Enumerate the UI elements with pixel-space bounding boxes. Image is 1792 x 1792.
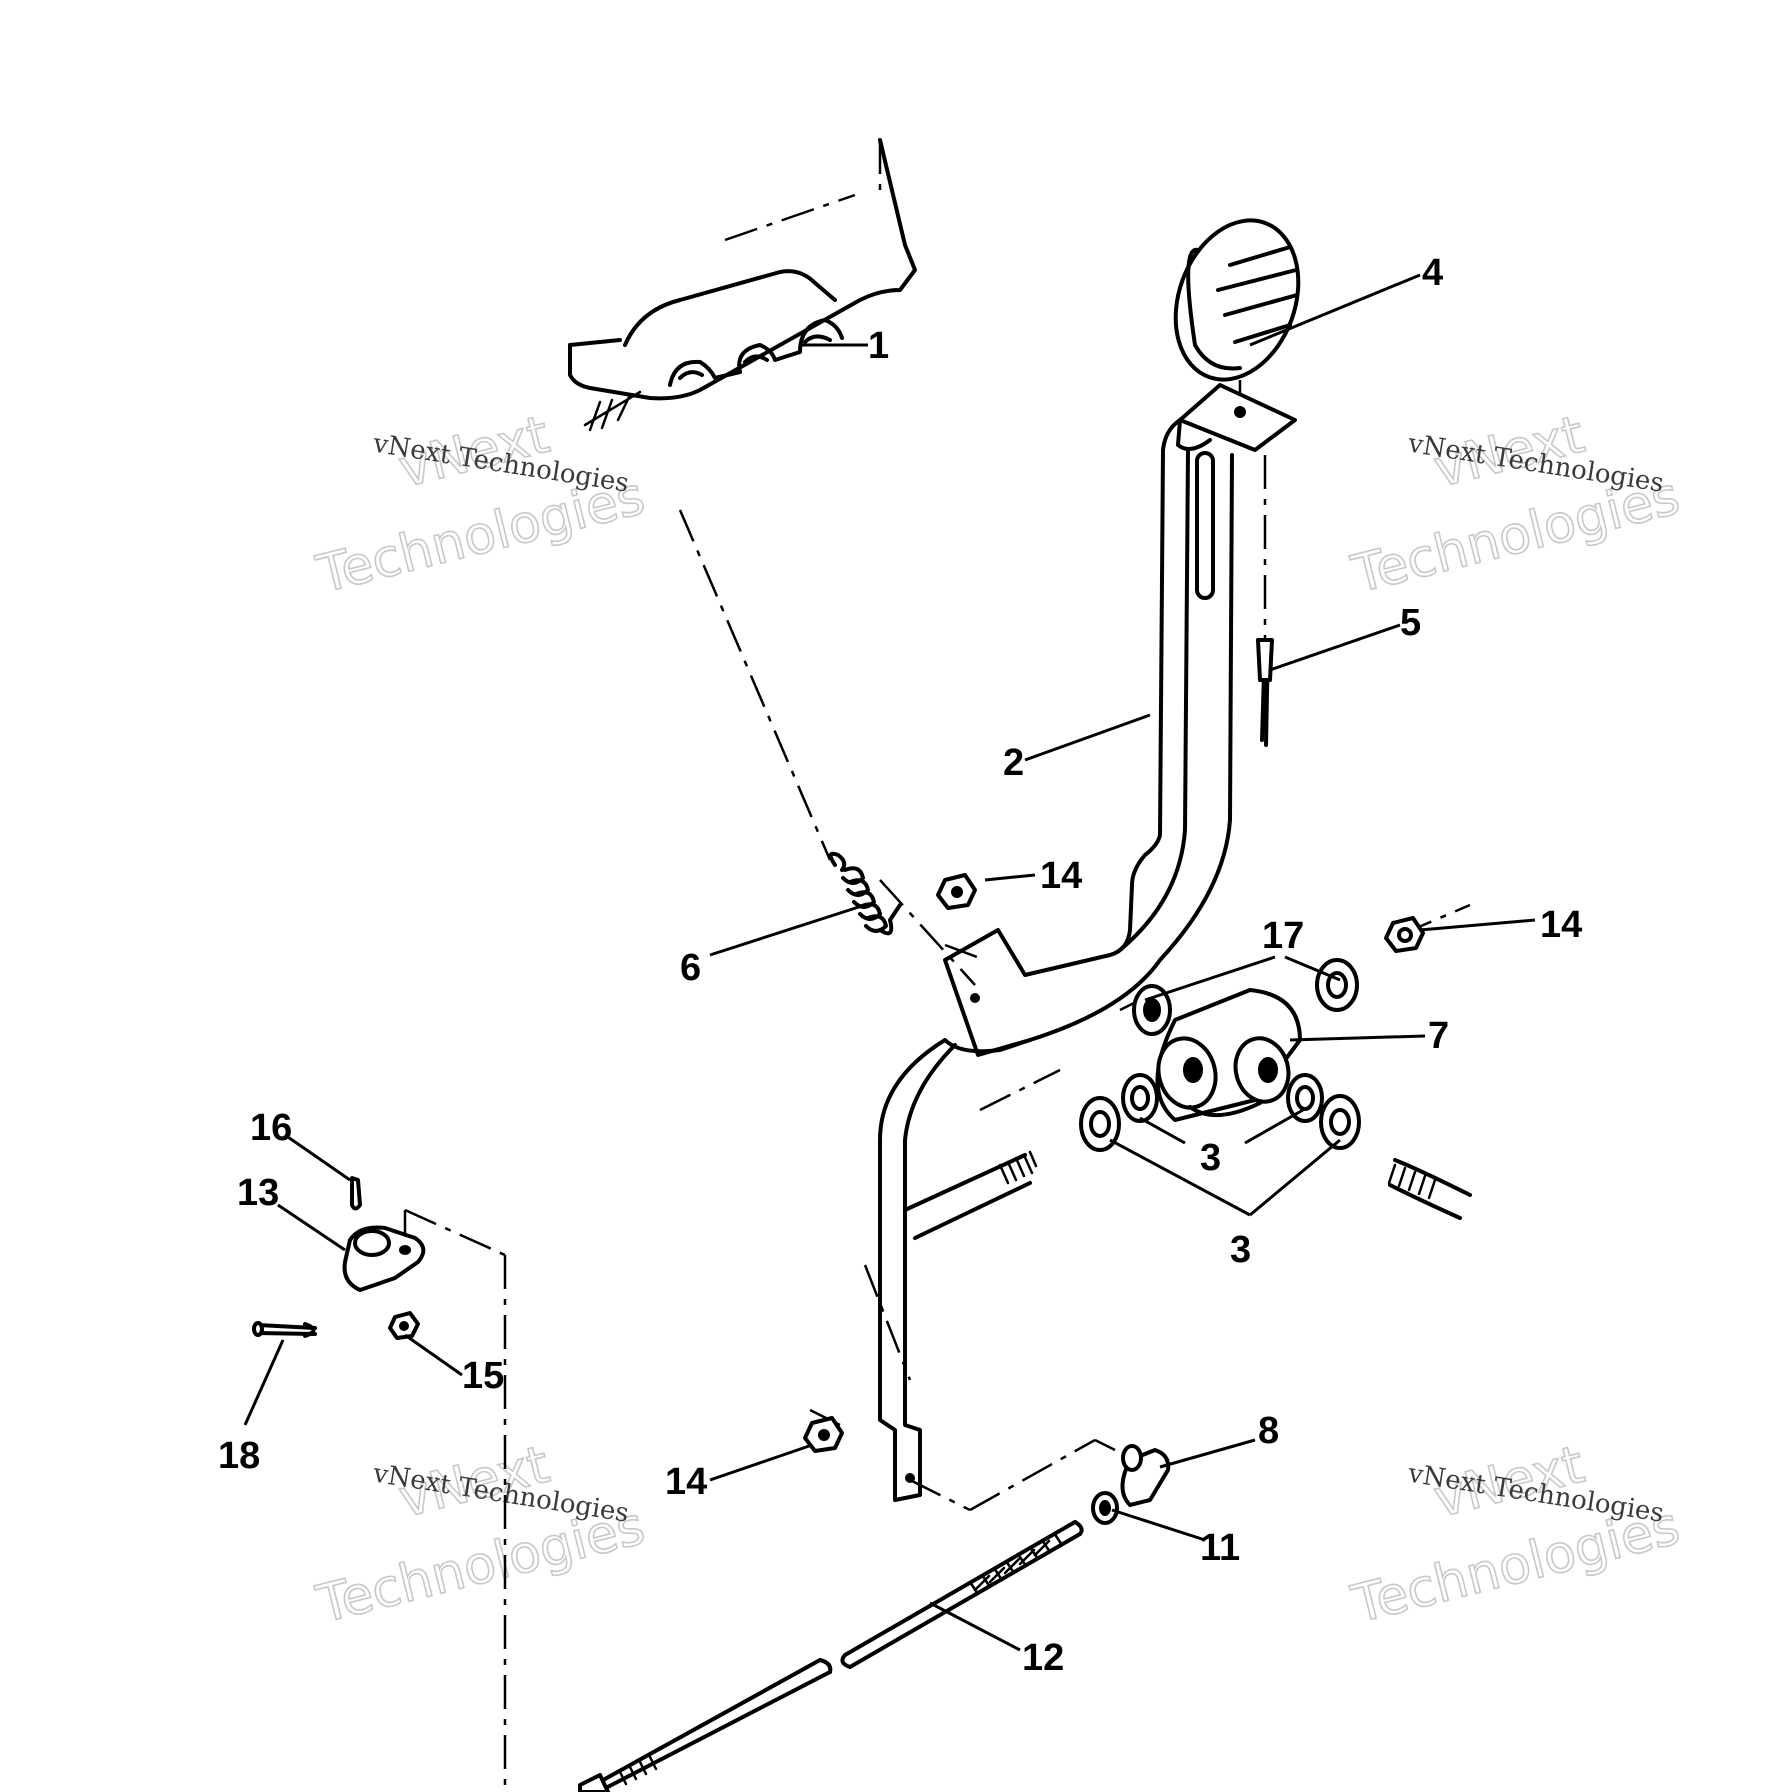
callout-2: 2 xyxy=(1003,742,1024,784)
clevis-pin xyxy=(252,1321,317,1338)
callout-12: 12 xyxy=(1022,1637,1064,1679)
callout-13: 13 xyxy=(237,1172,279,1214)
return-spring xyxy=(828,851,902,936)
pivot-studs xyxy=(903,1150,1472,1240)
callout-3-lower: 3 xyxy=(1230,1229,1251,1271)
callout-14-lower: 14 xyxy=(665,1461,707,1503)
callout-1: 1 xyxy=(868,325,889,367)
callout-7: 7 xyxy=(1428,1015,1449,1057)
hex-nut-lower xyxy=(803,1416,844,1453)
callout-4: 4 xyxy=(1422,252,1443,294)
callout-16: 16 xyxy=(250,1107,292,1149)
roll-pin xyxy=(1256,638,1274,747)
pedal-mount-bracket xyxy=(568,138,917,432)
assembly-centerlines xyxy=(403,140,1471,1792)
retaining-clip xyxy=(350,1176,362,1211)
callout-14-right: 14 xyxy=(1540,904,1582,946)
callout-15: 15 xyxy=(462,1355,504,1397)
callout-18: 18 xyxy=(218,1435,260,1477)
watermark-top-left: vNext Technologies vNext Technologies xyxy=(310,404,651,606)
watermark-bottom-right: vNext Technologies vNext Technologies xyxy=(1345,1434,1686,1636)
pivot-bushing xyxy=(1155,988,1302,1122)
pivot-plate xyxy=(342,1225,426,1292)
hex-nut-upper-left xyxy=(936,873,977,910)
clevis-end xyxy=(1120,1444,1171,1507)
hex-nut-right xyxy=(1384,916,1425,953)
callout-3-upper: 3 xyxy=(1200,1137,1221,1179)
washer-3-inner-left xyxy=(1121,1073,1159,1123)
lock-nut xyxy=(388,1311,420,1340)
leader-lines xyxy=(243,273,1536,1652)
callout-17: 17 xyxy=(1262,915,1304,957)
pedal-pad xyxy=(1173,218,1301,382)
washer-3-inner-right xyxy=(1286,1073,1324,1123)
washer-17-left xyxy=(1132,984,1172,1036)
callout-6: 6 xyxy=(680,947,701,989)
callout-8: 8 xyxy=(1258,1410,1279,1452)
control-rod xyxy=(578,1520,1084,1792)
watermark-top-right: vNext Technologies vNext Technologies xyxy=(1345,404,1686,606)
washer-3-outer-right xyxy=(1319,1094,1361,1150)
watermark-bottom-left: vNext Technologies vNext Technologies xyxy=(310,1434,651,1636)
jam-nut xyxy=(1091,1491,1119,1525)
callout-14-upper: 14 xyxy=(1040,855,1082,897)
callout-11: 11 xyxy=(1200,1527,1240,1569)
callout-5: 5 xyxy=(1400,602,1421,644)
washer-3-outer-left xyxy=(1079,1096,1121,1152)
washer-17-right xyxy=(1315,958,1359,1012)
callout-labels: 1 2 3 3 4 5 6 7 8 11 12 13 14 14 14 15 1… xyxy=(218,252,1582,1679)
pedal-arm xyxy=(878,383,1297,1502)
